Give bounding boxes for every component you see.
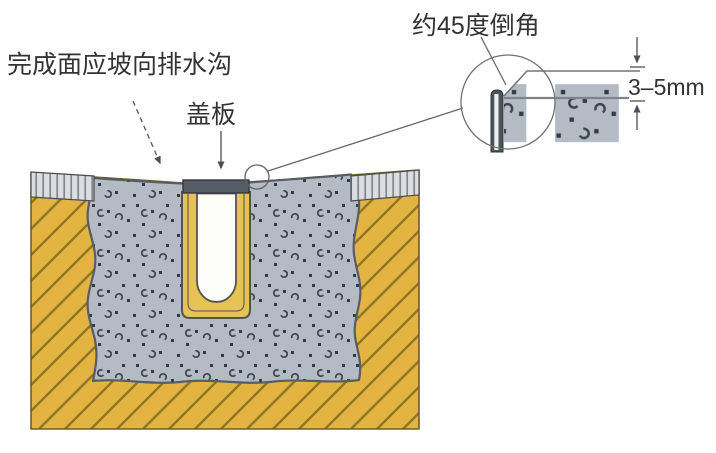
detail-view: 约45度倒角 3–5mm xyxy=(412,12,705,153)
callout-leader-line xyxy=(267,107,464,172)
label-surface-slope: 完成面应坡向排水沟 xyxy=(7,51,232,79)
pavement-band-right xyxy=(350,169,420,202)
surface-slope-leader-arrow xyxy=(132,100,161,165)
detail-callout-circle xyxy=(460,54,556,150)
chamfer-leader-line xyxy=(480,36,507,86)
channel-wall-line xyxy=(187,194,245,312)
channel-interior xyxy=(196,192,237,303)
dimension-3-5mm: 3–5mm xyxy=(628,37,705,130)
surface-callout-circle xyxy=(244,164,270,190)
channel-cover-plate xyxy=(182,179,250,194)
steel-edge-strip xyxy=(490,89,504,153)
annotations: 完成面应坡向排水沟 盖板 xyxy=(7,51,464,172)
label-chamfer: 约45度倒角 xyxy=(412,12,540,40)
detail-concrete-block xyxy=(504,71,640,151)
main-cross-section xyxy=(30,164,420,430)
pavement-band-left xyxy=(30,171,95,202)
detail-chamfer-edge xyxy=(503,70,640,97)
label-cover-plate: 盖板 xyxy=(186,101,236,129)
label-dimension: 3–5mm xyxy=(628,74,705,100)
drainage-channel xyxy=(181,179,251,319)
